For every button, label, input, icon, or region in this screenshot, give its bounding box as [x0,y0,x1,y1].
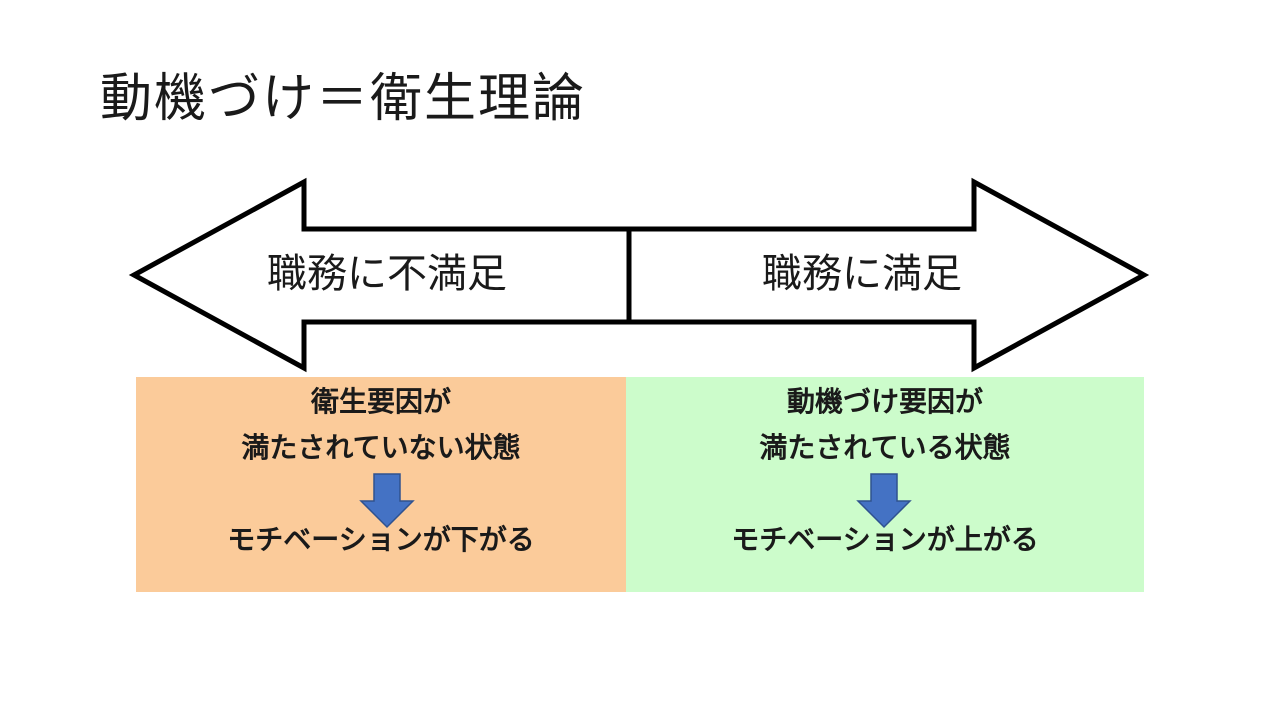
motivator-panel-line1: 動機づけ要因が [786,385,983,418]
motivator-factor-panel: 動機づけ要因が 満たされている状態 モチベーションが上がる [626,377,1144,592]
arrow-label-satisfied: 職務に満足 [762,251,962,297]
slide-title: 動機づけ＝衛生理論 [100,69,587,129]
down-arrow-icon [359,473,415,529]
hygiene-panel-line1: 衛生要因が [310,385,451,418]
hygiene-panel-line2: 満たされていない状態 [241,431,521,464]
hygiene-panel-result: モチベーションが下がる [227,523,535,556]
down-arrow-icon [856,473,912,529]
hygiene-factor-panel: 衛生要因が 満たされていない状態 モチベーションが下がる [136,377,626,592]
arrow-label-dissatisfied: 職務に不満足 [267,251,507,297]
motivator-panel-line2: 満たされている状態 [759,431,1011,464]
motivator-panel-result: モチベーションが上がる [731,523,1039,556]
